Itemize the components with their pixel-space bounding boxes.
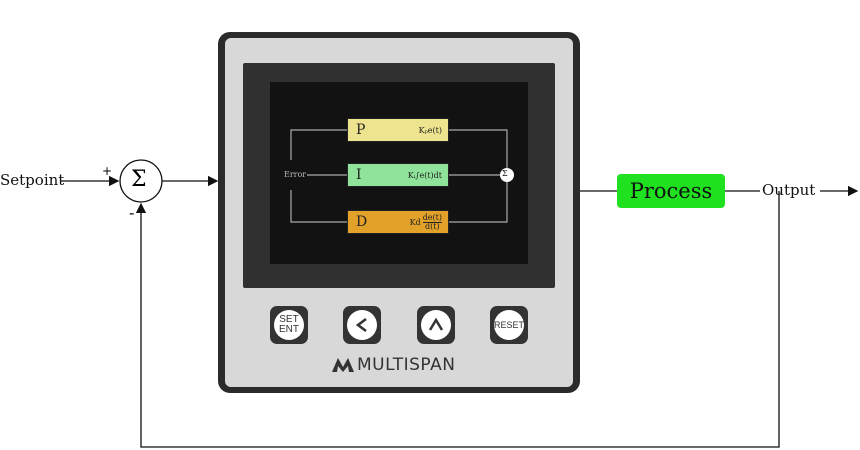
pid-sum-circle bbox=[500, 168, 514, 182]
derivative-block: D Kd de(t) d(t) bbox=[347, 210, 449, 234]
output-label: Output bbox=[762, 181, 816, 199]
brand-logo: MULTISPAN bbox=[332, 355, 455, 375]
proportional-block: P Kₚe(t) bbox=[347, 118, 449, 142]
reset-button[interactable]: RESET bbox=[490, 306, 528, 344]
process-block: Process bbox=[617, 174, 725, 208]
summing-junction bbox=[119, 159, 163, 203]
block-formula: Kd de(t) d(t) bbox=[409, 212, 442, 231]
up-button[interactable] bbox=[417, 306, 455, 344]
pid-sigma-icon: Σ bbox=[502, 169, 508, 178]
error-label: Error bbox=[284, 170, 307, 179]
integral-block: I Kᵢ∫e(t)dt bbox=[347, 163, 449, 187]
block-letter: P bbox=[356, 122, 366, 138]
multispan-logo-icon bbox=[332, 358, 354, 372]
block-formula: Kᵢ∫e(t)dt bbox=[407, 170, 442, 180]
setpoint-label: Setpoint bbox=[0, 171, 65, 189]
feedback-line bbox=[135, 191, 780, 448]
minus-sign: - bbox=[129, 203, 135, 222]
left-button[interactable] bbox=[343, 306, 381, 344]
block-letter: D bbox=[356, 214, 368, 230]
chevron-left-icon bbox=[355, 318, 367, 332]
block-formula: Kₚe(t) bbox=[418, 125, 442, 135]
chevron-up-icon bbox=[428, 317, 444, 331]
block-letter: I bbox=[356, 167, 362, 183]
sigma-icon: Σ bbox=[131, 167, 147, 192]
plus-sign: + bbox=[102, 164, 113, 178]
